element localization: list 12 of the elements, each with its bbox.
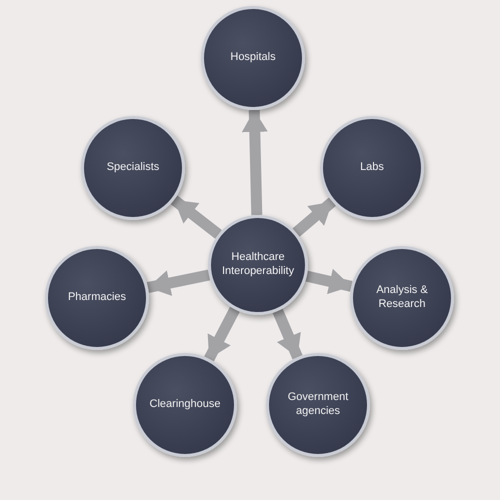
block-arrow: [242, 110, 268, 216]
node-label: Analysis & Research: [375, 284, 429, 312]
node-label: Specialists: [106, 161, 160, 175]
block-arrow: [204, 306, 240, 362]
node-label: Government agencies: [286, 391, 350, 419]
block-arrow: [272, 308, 303, 360]
node-label: Hospitals: [230, 51, 276, 65]
node-label: Clearinghouse: [150, 398, 220, 412]
block-arrow: [292, 198, 336, 237]
node-label: Healthcare Interoperability: [222, 251, 294, 279]
node-label: Labs: [360, 161, 384, 175]
node-label: Pharmacies: [68, 291, 126, 305]
